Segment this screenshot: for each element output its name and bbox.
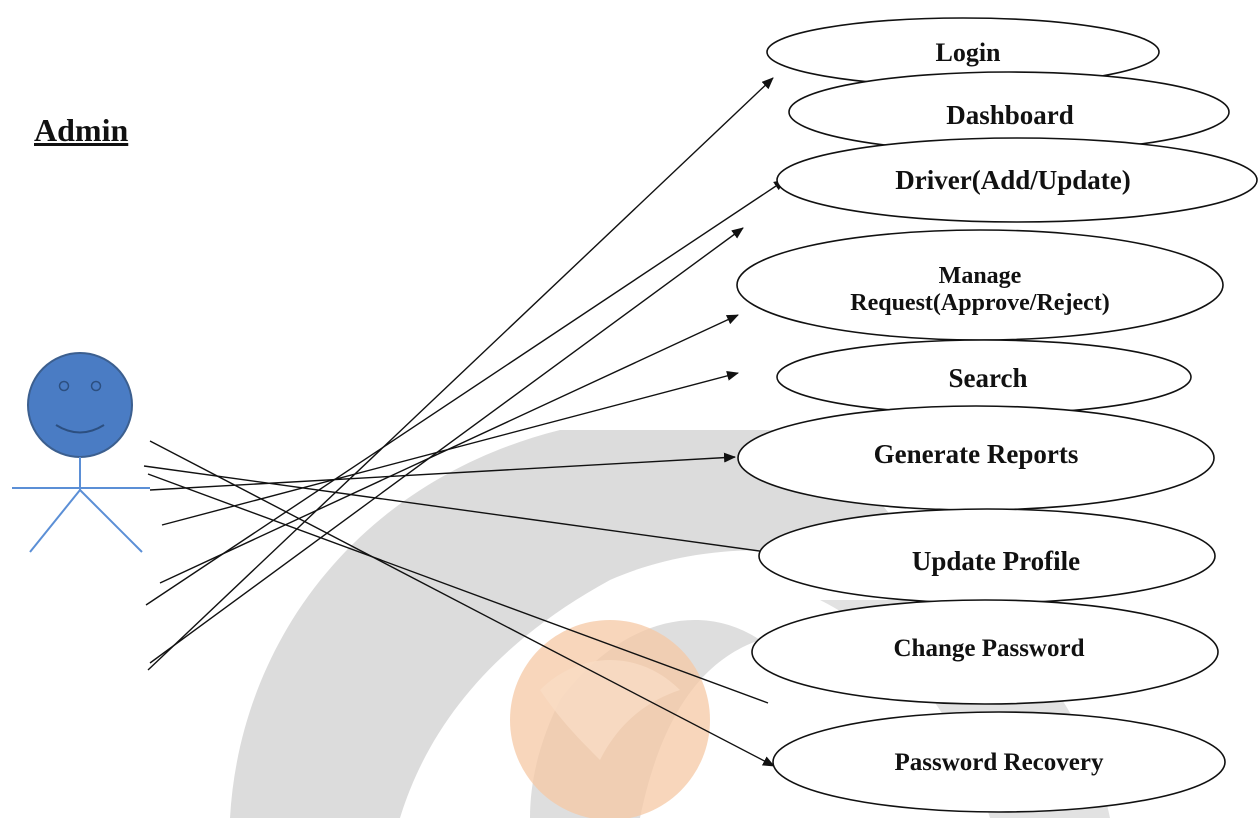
- use-case-update-profile-label: Update Profile: [912, 546, 1080, 576]
- use-case-login-label: Login: [935, 38, 1001, 67]
- actor-left-eye: [58, 380, 70, 392]
- use-case-update-profile[interactable]: Update Profile: [758, 508, 1216, 604]
- association-login: [147, 77, 774, 671]
- use-case-change-password-label: Change Password: [894, 635, 1085, 662]
- actor-head: [27, 352, 133, 458]
- admin-actor-icon: [12, 352, 150, 553]
- association-driver: [145, 179, 786, 606]
- use-case-password-recovery[interactable]: Password Recovery: [772, 711, 1226, 813]
- use-case-generate-reports[interactable]: Generate Reports: [737, 405, 1215, 511]
- association-change-password: [147, 473, 769, 704]
- actor-left-leg: [29, 489, 81, 553]
- use-case-driver[interactable]: Driver(Add/Update): [776, 137, 1258, 223]
- actor-right-leg: [79, 489, 143, 553]
- use-case-search-label: Search: [949, 363, 1028, 393]
- use-case-driver-shape: [776, 137, 1258, 223]
- use-case-manage-request-label-line2: Request(Approve/Reject): [850, 290, 1110, 316]
- association-dashboard: [149, 227, 744, 664]
- actor-title: Admin: [34, 112, 129, 148]
- use-case-manage-request-label-line1: Manage: [939, 263, 1022, 289]
- use-case-change-password-shape: [751, 599, 1219, 705]
- association-search: [161, 370, 739, 526]
- use-case-dashboard-label: Dashboard: [946, 100, 1074, 130]
- use-case-password-recovery-label: Password Recovery: [895, 749, 1104, 776]
- association-update-profile: [143, 465, 775, 557]
- actor-right-eye: [90, 380, 102, 392]
- use-case-manage-request[interactable]: Manage Request(Approve/Reject): [736, 229, 1224, 341]
- actor-smile: [55, 424, 105, 434]
- use-case-generate-reports-label: Generate Reports: [874, 439, 1079, 469]
- association-generate-reports: [149, 452, 736, 491]
- use-case-password-recovery-shape: [772, 711, 1226, 813]
- use-case-change-password[interactable]: Change Password: [751, 599, 1219, 705]
- use-case-dashboard[interactable]: Dashboard: [788, 71, 1230, 153]
- use-case-driver-label: Driver(Add/Update): [895, 165, 1130, 195]
- association-password-recovery: [149, 440, 775, 767]
- use-case-search[interactable]: Search: [776, 339, 1192, 415]
